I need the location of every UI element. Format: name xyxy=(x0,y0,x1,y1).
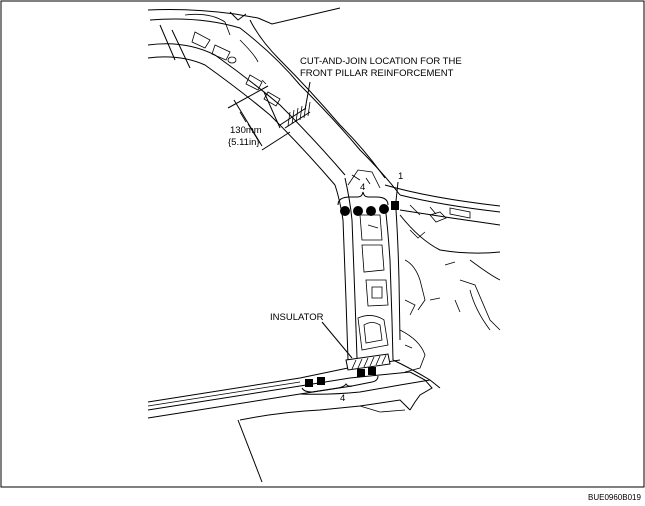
insulator-leader xyxy=(321,321,353,359)
cut-join-label-line2: FRONT PILLAR REINFORCEMENT xyxy=(300,68,454,79)
dimension-130mm xyxy=(227,85,291,151)
part-1-leader xyxy=(395,181,399,202)
spot-weld-square xyxy=(317,377,325,385)
side-sill xyxy=(147,359,433,483)
upper-spot-bracket xyxy=(337,191,389,206)
spot-weld-circle xyxy=(340,206,350,216)
roof-rail-pillar-upper xyxy=(147,9,401,196)
windshield-header xyxy=(257,7,501,226)
cut-join-label-line1: CUT-AND-JOIN LOCATION FOR THE xyxy=(300,56,462,67)
cut-join-hatch xyxy=(279,101,311,129)
spot-weld-circle xyxy=(366,206,376,216)
spot-weld-square xyxy=(368,367,376,375)
spot-count-lower-label: 4 xyxy=(340,393,345,404)
spot-weld-square xyxy=(357,369,365,377)
spot-weld-circle xyxy=(353,206,363,216)
insulator-panel xyxy=(345,353,391,371)
figure-code: BUE0960B019 xyxy=(588,493,641,502)
figure-border xyxy=(0,0,645,488)
spot-count-upper-label: 4 xyxy=(360,182,365,193)
front-pillar xyxy=(334,169,401,361)
cut-join-leader xyxy=(304,81,311,111)
lower-spot-bracket xyxy=(301,375,379,393)
part-number-label: 1 xyxy=(398,171,403,182)
dimension-in-label: {5.11in} xyxy=(228,137,260,148)
spot-weld-circle xyxy=(379,204,389,214)
dimension-mm-label: 130mm xyxy=(230,125,262,136)
part-1-marker xyxy=(391,201,399,210)
inner-panel-details xyxy=(392,211,501,389)
spot-weld-square xyxy=(305,379,313,387)
insulator-label: INSULATOR xyxy=(270,312,324,323)
